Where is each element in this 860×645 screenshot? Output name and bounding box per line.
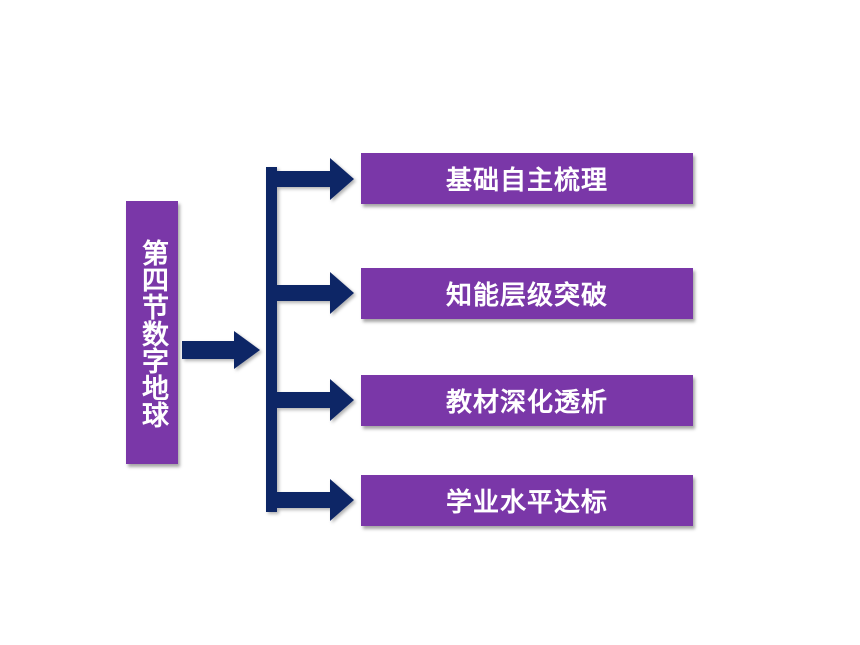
branch-arrow-3 <box>266 379 354 421</box>
item-label-4: 学业水平达标 <box>445 488 608 518</box>
branch-arrow-4 <box>266 479 354 521</box>
item-label-3: 教材深化透析 <box>445 388 608 418</box>
branch-arrow-1 <box>266 158 354 200</box>
item-label-2: 知能层级突破 <box>445 281 608 311</box>
item-box-2[interactable]: 知能层级突破 <box>361 268 693 319</box>
item-label-1: 基础自主梳理 <box>445 166 608 196</box>
section-title-box: 第四节数字地球 <box>126 201 178 464</box>
main-arrow <box>182 331 260 369</box>
branch-arrow-2 <box>266 272 354 314</box>
bracket-bar <box>266 167 277 512</box>
item-box-3[interactable]: 教材深化透析 <box>361 375 693 426</box>
section-title: 第四节数字地球 <box>137 239 168 428</box>
item-box-4[interactable]: 学业水平达标 <box>361 475 693 526</box>
item-box-1[interactable]: 基础自主梳理 <box>361 153 693 204</box>
